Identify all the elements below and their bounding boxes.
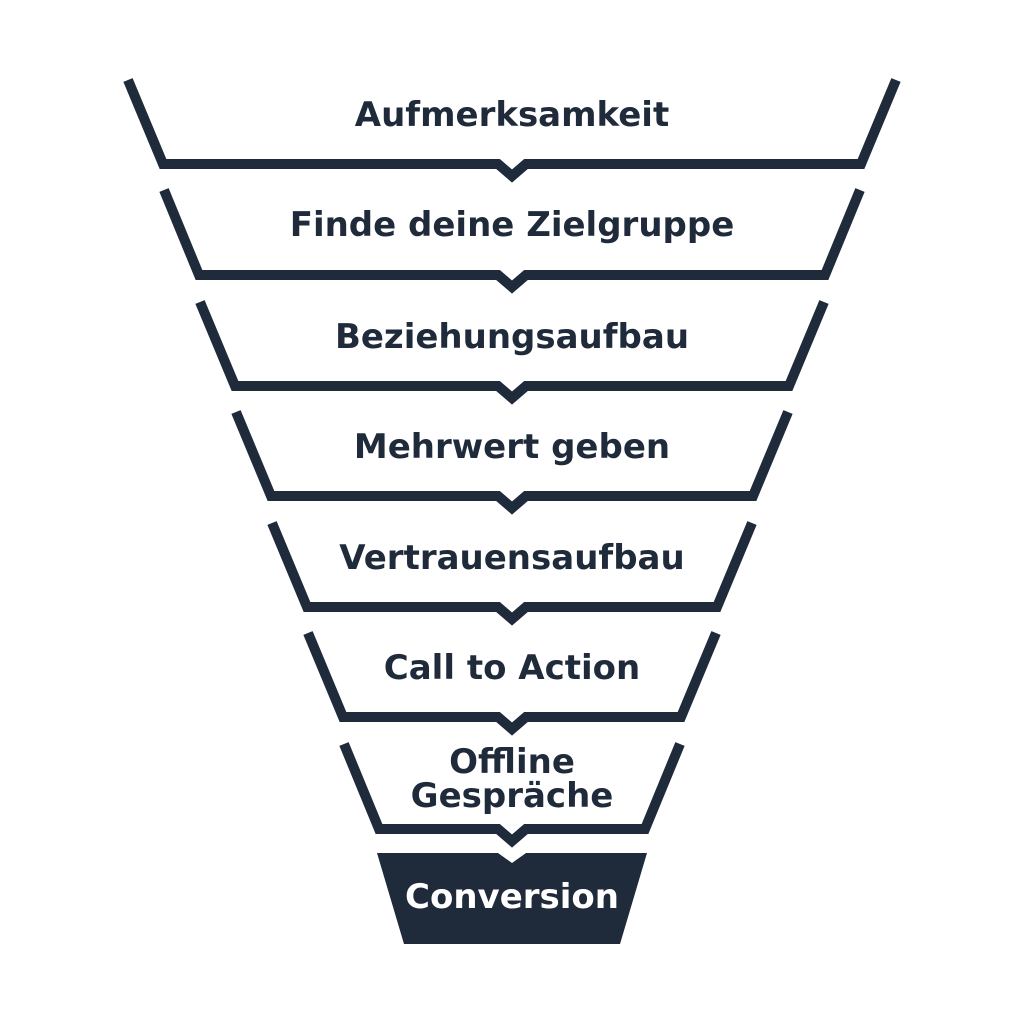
funnel-stage-1: Aufmerksamkeit bbox=[123, 78, 901, 183]
stage-frame bbox=[303, 631, 721, 736]
stage-frame bbox=[123, 78, 901, 183]
stage-label: Finde deine Zielgruppe bbox=[290, 205, 735, 245]
funnel-stage-5: Vertrauensaufbau bbox=[267, 521, 757, 626]
stage-frame bbox=[267, 521, 757, 626]
stage-label: Aufmerksamkeit bbox=[355, 95, 669, 135]
stage-label: Conversion bbox=[405, 877, 619, 917]
stage-label: Offline bbox=[449, 742, 575, 782]
funnel-stage-3: Beziehungsaufbau bbox=[195, 300, 829, 405]
stage-frame bbox=[231, 410, 793, 515]
funnel-stage-8: Conversion bbox=[377, 853, 647, 944]
funnel-stage-4: Mehrwert geben bbox=[231, 410, 793, 515]
stage-frame bbox=[159, 188, 865, 294]
stage-label: Gespräche bbox=[411, 776, 614, 816]
stage-label: Call to Action bbox=[384, 648, 640, 688]
stage-label: Vertrauensaufbau bbox=[339, 538, 684, 578]
stage-label: Beziehungsaufbau bbox=[335, 317, 689, 357]
funnel-stage-2: Finde deine Zielgruppe bbox=[159, 188, 865, 294]
stage-frame bbox=[339, 742, 685, 848]
funnel-stage-6: Call to Action bbox=[303, 631, 721, 736]
stage-label: Mehrwert geben bbox=[354, 427, 670, 467]
stage-frame bbox=[195, 300, 829, 405]
stage-fill bbox=[377, 853, 647, 944]
